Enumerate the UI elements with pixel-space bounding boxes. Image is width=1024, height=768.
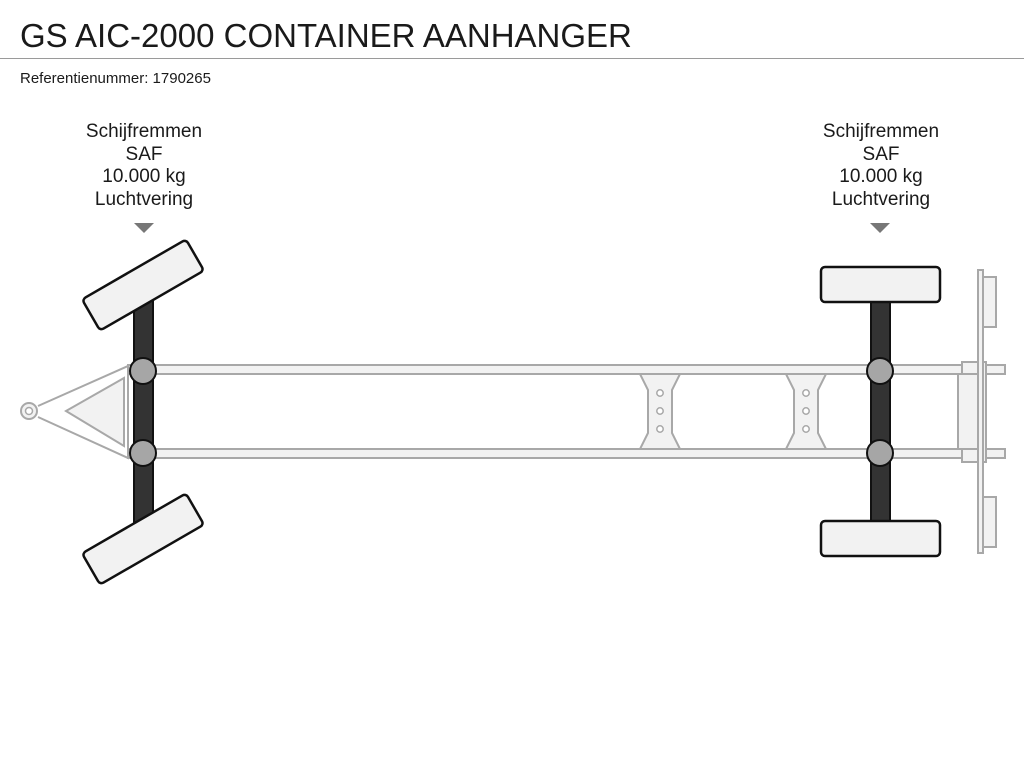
axle-rear-brand: SAF [862,143,900,165]
axle-label-rear: Schijfremmen SAF 10.000 kg Luchtvering [781,121,981,211]
front-hub-bottom [129,439,157,467]
rear-hub-top [866,357,894,385]
axle-label-front: Schijfremmen SAF 10.000 kg Luchtvering [44,121,244,211]
reference-number: Referentienummer: 1790265 [20,70,211,87]
front-wheel-bottom [82,493,204,585]
rear-bumper [957,269,997,554]
axle-front-capacity: 10.000 kg [102,166,186,187]
front-axle-beam [133,299,154,523]
axle-front-suspension: Luchtvering [94,188,194,210]
drawbar [37,364,129,460]
page-title: GS AIC-2000 CONTAINER AANHANGER [20,17,632,54]
rear-axle [819,265,942,558]
front-axle [82,239,204,585]
cross-member-1 [638,373,682,450]
front-wheel-top [82,239,204,331]
axle-marker-rear [870,223,890,233]
title-divider [0,58,1024,59]
axle-front-brand: SAF [125,143,163,165]
axle-front-brakes: Schijfremmen [85,121,203,142]
rear-hub-bottom [866,439,894,467]
rear-wheel-bottom [819,519,942,558]
chassis-rail-top [127,364,1006,375]
axle-marker-front [134,223,154,233]
front-hub-top [129,357,157,385]
axle-rear-brakes: Schijfremmen [822,121,940,142]
cross-member-2 [784,373,828,450]
rear-wheel-top [819,265,942,304]
rear-axle-beam [870,299,891,523]
chassis-rail-bottom [127,448,1006,459]
axle-rear-suspension: Luchtvering [831,188,931,210]
axle-rear-capacity: 10.000 kg [839,166,923,187]
tow-eye [20,402,38,420]
